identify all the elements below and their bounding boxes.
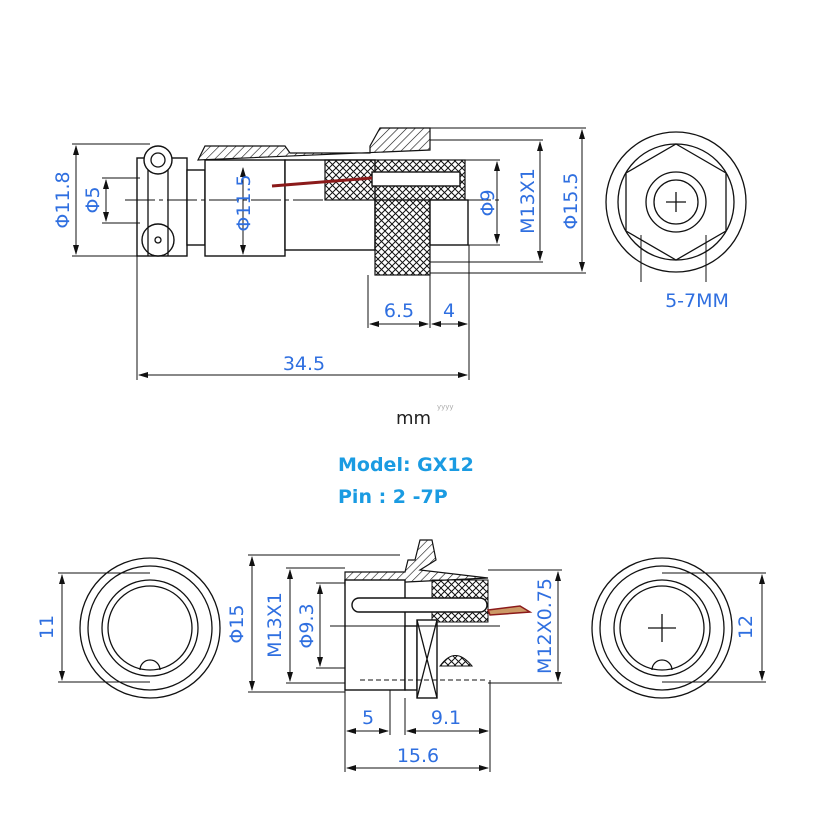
dim-m13x1-bottom: M13X1: [264, 592, 286, 658]
dim-9-1: 9.1: [431, 707, 461, 729]
pin-label: Pin : 2 -7P: [338, 486, 448, 508]
dim-m13x1: M13X1: [517, 168, 539, 234]
dim-lines: [72, 127, 586, 380]
unit-watermark: yyyy: [437, 403, 454, 411]
plug-side-view: Φ11.8 Φ5 Φ11.5 Φ9 M13X1 Φ15.5 6.5 4 34.5: [52, 127, 586, 380]
socket-front-view: 11: [36, 557, 221, 699]
dim-d9-3: Φ9.3: [296, 603, 318, 648]
dim-d9: Φ9: [477, 189, 499, 216]
dim-d11-8: Φ11.8: [52, 171, 74, 228]
dim-34-5: 34.5: [283, 353, 325, 375]
unit-label: mm: [396, 408, 431, 429]
dim-6-5: 6.5: [384, 300, 414, 322]
dim-m12x0-75: M12X0.75: [534, 578, 556, 674]
dim-12: 12: [735, 615, 757, 639]
plug-end-view: 5-7MM: [605, 131, 747, 312]
dim-11: 11: [36, 615, 58, 639]
dim-d5: Φ5: [82, 186, 104, 213]
dim-d15-5: Φ15.5: [560, 172, 582, 229]
dim-5: 5: [362, 707, 374, 729]
socket-rear-view: 12: [591, 557, 766, 699]
dim-15-6: 15.6: [397, 745, 439, 767]
model-label: Model: GX12: [338, 454, 474, 476]
end-view-label: 5-7MM: [665, 290, 729, 312]
dim-d11-5: Φ11.5: [233, 174, 255, 231]
bottom-dim-lines: [248, 554, 562, 772]
dim-d15: Φ15: [226, 604, 248, 643]
socket-side-view: Φ15 M13X1 Φ9.3 M12X0.75 5 9.1 15.6: [226, 539, 562, 772]
dim-4: 4: [443, 300, 455, 322]
